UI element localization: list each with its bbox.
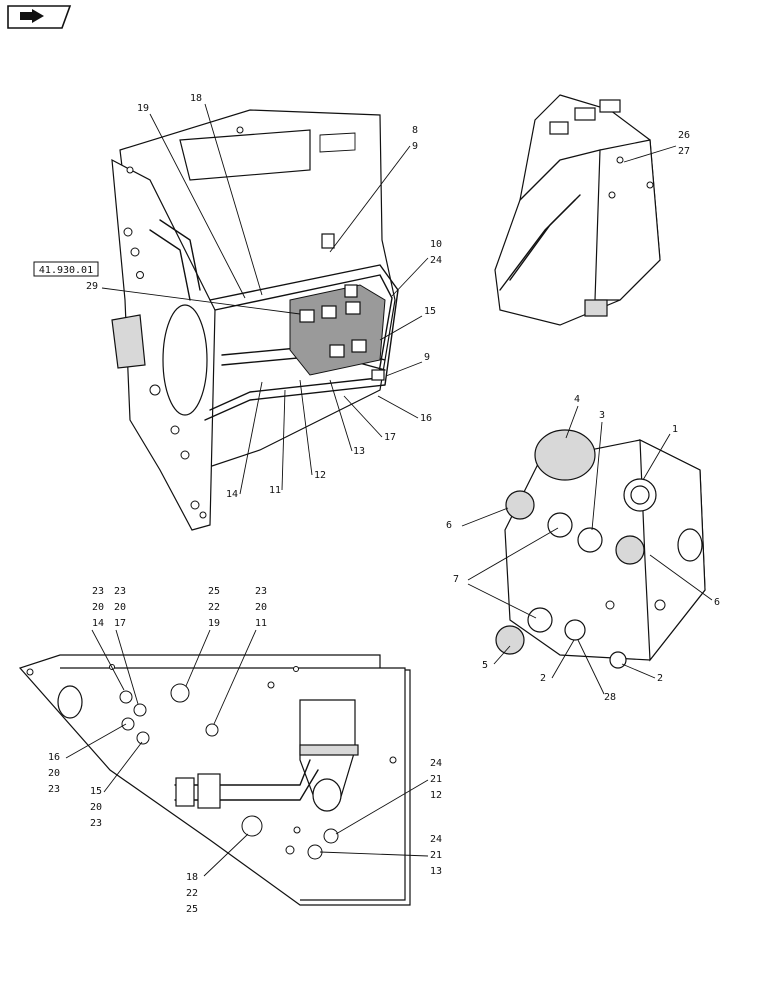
callout-9: 9 [412, 141, 418, 152]
callout-18: 18 [190, 93, 202, 104]
stack-24-21-12: 24 21 12 [430, 758, 442, 801]
svg-text:20: 20 [92, 602, 104, 613]
callout-16: 16 [420, 413, 432, 424]
svg-text:14: 14 [92, 618, 104, 629]
svg-text:12: 12 [430, 790, 442, 801]
stack-24-21-13: 24 21 13 [430, 834, 442, 877]
next-page-button[interactable] [4, 4, 74, 30]
svg-text:20: 20 [255, 602, 267, 613]
callout-26: 26 [678, 130, 690, 141]
callout-13: 13 [353, 446, 365, 457]
stack-15-20-23: 15 20 23 [90, 786, 102, 829]
svg-text:22: 22 [186, 888, 198, 899]
callout-10: 10 [430, 239, 442, 250]
svg-text:23: 23 [90, 818, 102, 829]
svg-text:23: 23 [48, 784, 60, 795]
stack-18-22-25: 18 22 25 [186, 872, 198, 915]
callout-6: 6 [446, 520, 452, 531]
reference-label-text: 41.930.01 [39, 265, 93, 276]
svg-text:20: 20 [90, 802, 102, 813]
svg-text:22: 22 [208, 602, 220, 613]
svg-text:15: 15 [90, 786, 102, 797]
callout-5: 5 [482, 660, 488, 671]
callout-19: 19 [137, 103, 149, 114]
callout-8: 8 [412, 125, 418, 136]
stack-23-20-14: 23 20 14 [92, 586, 104, 629]
svg-text:20: 20 [48, 768, 60, 779]
reference-label[interactable]: 41.930.01 [33, 261, 99, 277]
callout-2: 2 [540, 673, 546, 684]
callout-24: 24 [430, 255, 442, 266]
svg-text:25: 25 [208, 586, 220, 597]
housing-side-view: 26 27 [494, 94, 690, 326]
svg-text:17: 17 [114, 618, 126, 629]
callout-11: 11 [269, 485, 281, 496]
callout-28: 28 [604, 692, 616, 703]
callout-29: 29 [86, 281, 98, 292]
svg-text:23: 23 [92, 586, 104, 597]
svg-text:18: 18 [186, 872, 198, 883]
svg-text:20: 20 [114, 602, 126, 613]
callout-9b: 9 [424, 352, 430, 363]
callout-12: 12 [314, 470, 326, 481]
next-page-arrow-icon [7, 5, 72, 29]
callout-6b: 6 [714, 597, 720, 608]
svg-text:13: 13 [430, 866, 442, 877]
mounting-plate-view: 23 20 14 23 20 17 25 22 19 23 20 11 16 2… [18, 586, 442, 915]
svg-text:23: 23 [114, 586, 126, 597]
callout-1: 1 [672, 424, 678, 435]
stack-23-20-17: 23 20 17 [114, 586, 126, 629]
callout-14: 14 [226, 489, 238, 500]
callout-7: 7 [453, 574, 459, 585]
frame-callouts: 19 18 8 9 10 24 29 15 9 16 17 13 12 11 1… [86, 93, 442, 500]
svg-text:23: 23 [255, 586, 267, 597]
svg-text:25: 25 [186, 904, 198, 915]
stack-16-20-23: 16 20 23 [48, 752, 60, 795]
svg-text:21: 21 [430, 774, 442, 785]
callout-4: 4 [574, 394, 580, 405]
svg-text:16: 16 [48, 752, 60, 763]
callout-17: 17 [384, 432, 396, 443]
callout-3: 3 [599, 410, 605, 421]
stack-25-22-19: 25 22 19 [208, 586, 220, 629]
frame-assembly-view [111, 109, 399, 531]
callout-15: 15 [424, 306, 436, 317]
svg-text:11: 11 [255, 618, 267, 629]
valve-block-view: 4 3 1 6 7 6 5 2 28 2 [446, 394, 720, 703]
svg-text:19: 19 [208, 618, 220, 629]
svg-text:21: 21 [430, 850, 442, 861]
callout-2b: 2 [657, 673, 663, 684]
stack-23-20-11: 23 20 11 [255, 586, 267, 629]
svg-text:24: 24 [430, 834, 442, 845]
callout-27: 27 [678, 146, 690, 157]
svg-text:24: 24 [430, 758, 442, 769]
